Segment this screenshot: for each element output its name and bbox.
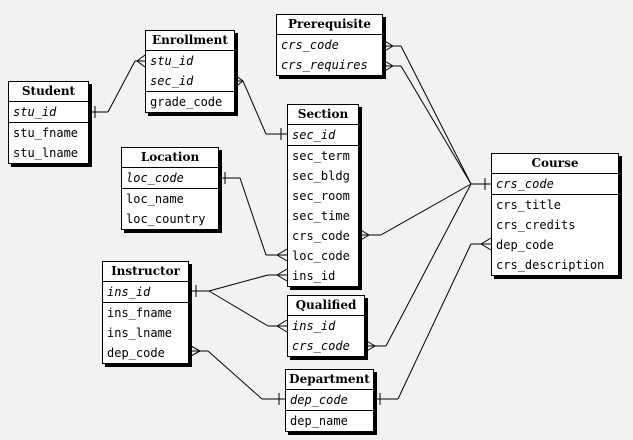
cardinality-many-marker xyxy=(188,350,201,358)
entity-title: Course xyxy=(492,154,618,174)
attribute: stu_lname xyxy=(13,146,79,160)
entity-enrollment[interactable]: Enrollment stu_id sec_id grade_code xyxy=(145,30,235,113)
cardinality-many-marker xyxy=(382,39,394,47)
entity-title: Location xyxy=(122,148,218,168)
attribute: ins_lname xyxy=(107,326,173,340)
entity-instructor[interactable]: Instructor ins_id ins_fname ins_lname de… xyxy=(102,261,189,364)
entity-location[interactable]: Location loc_code loc_name loc_country xyxy=(121,147,219,230)
entity-title: Department xyxy=(286,370,373,390)
attribute-key: sec_id xyxy=(146,71,234,92)
attribute: crs_code xyxy=(292,229,350,243)
cardinality-many-marker xyxy=(364,345,376,353)
entity-department[interactable]: Department dep_code dep_name xyxy=(285,369,374,432)
cardinality-many-marker xyxy=(136,60,146,68)
cardinality-many-marker xyxy=(358,234,370,242)
attribute: dep_code xyxy=(107,346,165,360)
cardinality-many-marker xyxy=(188,344,201,352)
attribute-key: crs_code xyxy=(281,38,339,52)
attribute: sec_room xyxy=(292,189,350,203)
attribute-key: crs_requires xyxy=(281,58,368,72)
attribute: ins_fname xyxy=(107,306,173,320)
attribute-key: crs_code xyxy=(292,339,350,353)
entity-course[interactable]: Course crs_code crs_title crs_credits de… xyxy=(491,153,619,276)
connector-line xyxy=(208,274,269,292)
connector-line xyxy=(208,290,269,327)
connector-line xyxy=(400,45,472,185)
cardinality-many-marker xyxy=(382,59,394,67)
cardinality-many-marker xyxy=(358,228,370,236)
entity-title: Qualified xyxy=(288,296,364,316)
connector-line xyxy=(397,243,472,400)
entity-qualified[interactable]: Qualified ins_id crs_code xyxy=(287,295,365,357)
entity-student[interactable]: Student stu_id stu_fname stu_lname xyxy=(8,81,89,164)
entity-title: Enrollment xyxy=(146,31,234,51)
cardinality-many-marker xyxy=(276,254,288,262)
cardinality-many-marker xyxy=(276,325,288,333)
attribute: dep_code xyxy=(496,238,554,252)
cardinality-many-marker xyxy=(276,248,288,256)
cardinality-many-marker xyxy=(136,54,146,62)
cardinality-many-marker xyxy=(276,319,288,327)
connector-line xyxy=(385,183,472,347)
attribute: grade_code xyxy=(150,95,223,109)
attribute-key: ins_id xyxy=(103,282,188,303)
attribute: crs_credits xyxy=(496,218,576,232)
connector-line xyxy=(107,60,136,113)
attribute: loc_code xyxy=(292,249,350,263)
entity-title: Section xyxy=(288,105,358,125)
cardinality-many-marker xyxy=(382,45,394,53)
attribute: loc_name xyxy=(126,192,184,206)
attribute: loc_country xyxy=(126,212,206,226)
attribute-key: sec_id xyxy=(288,125,358,146)
attribute: sec_bldg xyxy=(292,169,350,183)
attribute-key: stu_id xyxy=(150,54,194,68)
cardinality-many-marker xyxy=(480,237,492,245)
cardinality-many-marker xyxy=(480,243,492,251)
attribute: crs_description xyxy=(496,258,605,272)
attribute-key: stu_id xyxy=(9,102,88,123)
connector-line xyxy=(400,65,472,185)
entity-title: Student xyxy=(9,82,88,102)
attribute: sec_time xyxy=(292,209,350,223)
connector-line xyxy=(380,183,472,236)
entity-section[interactable]: Section sec_id sec_term sec_bldg sec_roo… xyxy=(287,104,359,287)
attribute-key: crs_code xyxy=(492,174,618,195)
cardinality-many-marker xyxy=(234,80,244,88)
entity-title: Prerequisite xyxy=(277,15,382,35)
connector-line xyxy=(242,80,267,135)
attribute-key: loc_code xyxy=(122,168,218,189)
attribute-key: ins_id xyxy=(292,319,336,333)
entity-prerequisite[interactable]: Prerequisite crs_code crs_requires xyxy=(276,14,383,76)
cardinality-many-marker xyxy=(234,74,244,82)
connector-line xyxy=(239,177,267,256)
cardinality-many-marker xyxy=(276,274,288,282)
cardinality-many-marker xyxy=(276,268,288,276)
attribute: sec_term xyxy=(292,149,350,163)
entity-title: Instructor xyxy=(103,262,188,282)
attribute: ins_id xyxy=(292,269,336,283)
attribute-key: dep_code xyxy=(286,390,373,411)
attribute: stu_fname xyxy=(13,126,79,140)
cardinality-many-marker xyxy=(364,339,376,347)
attribute: crs_title xyxy=(496,198,562,212)
connector-line xyxy=(207,350,263,400)
attribute: dep_name xyxy=(290,414,348,428)
cardinality-many-marker xyxy=(382,65,394,73)
